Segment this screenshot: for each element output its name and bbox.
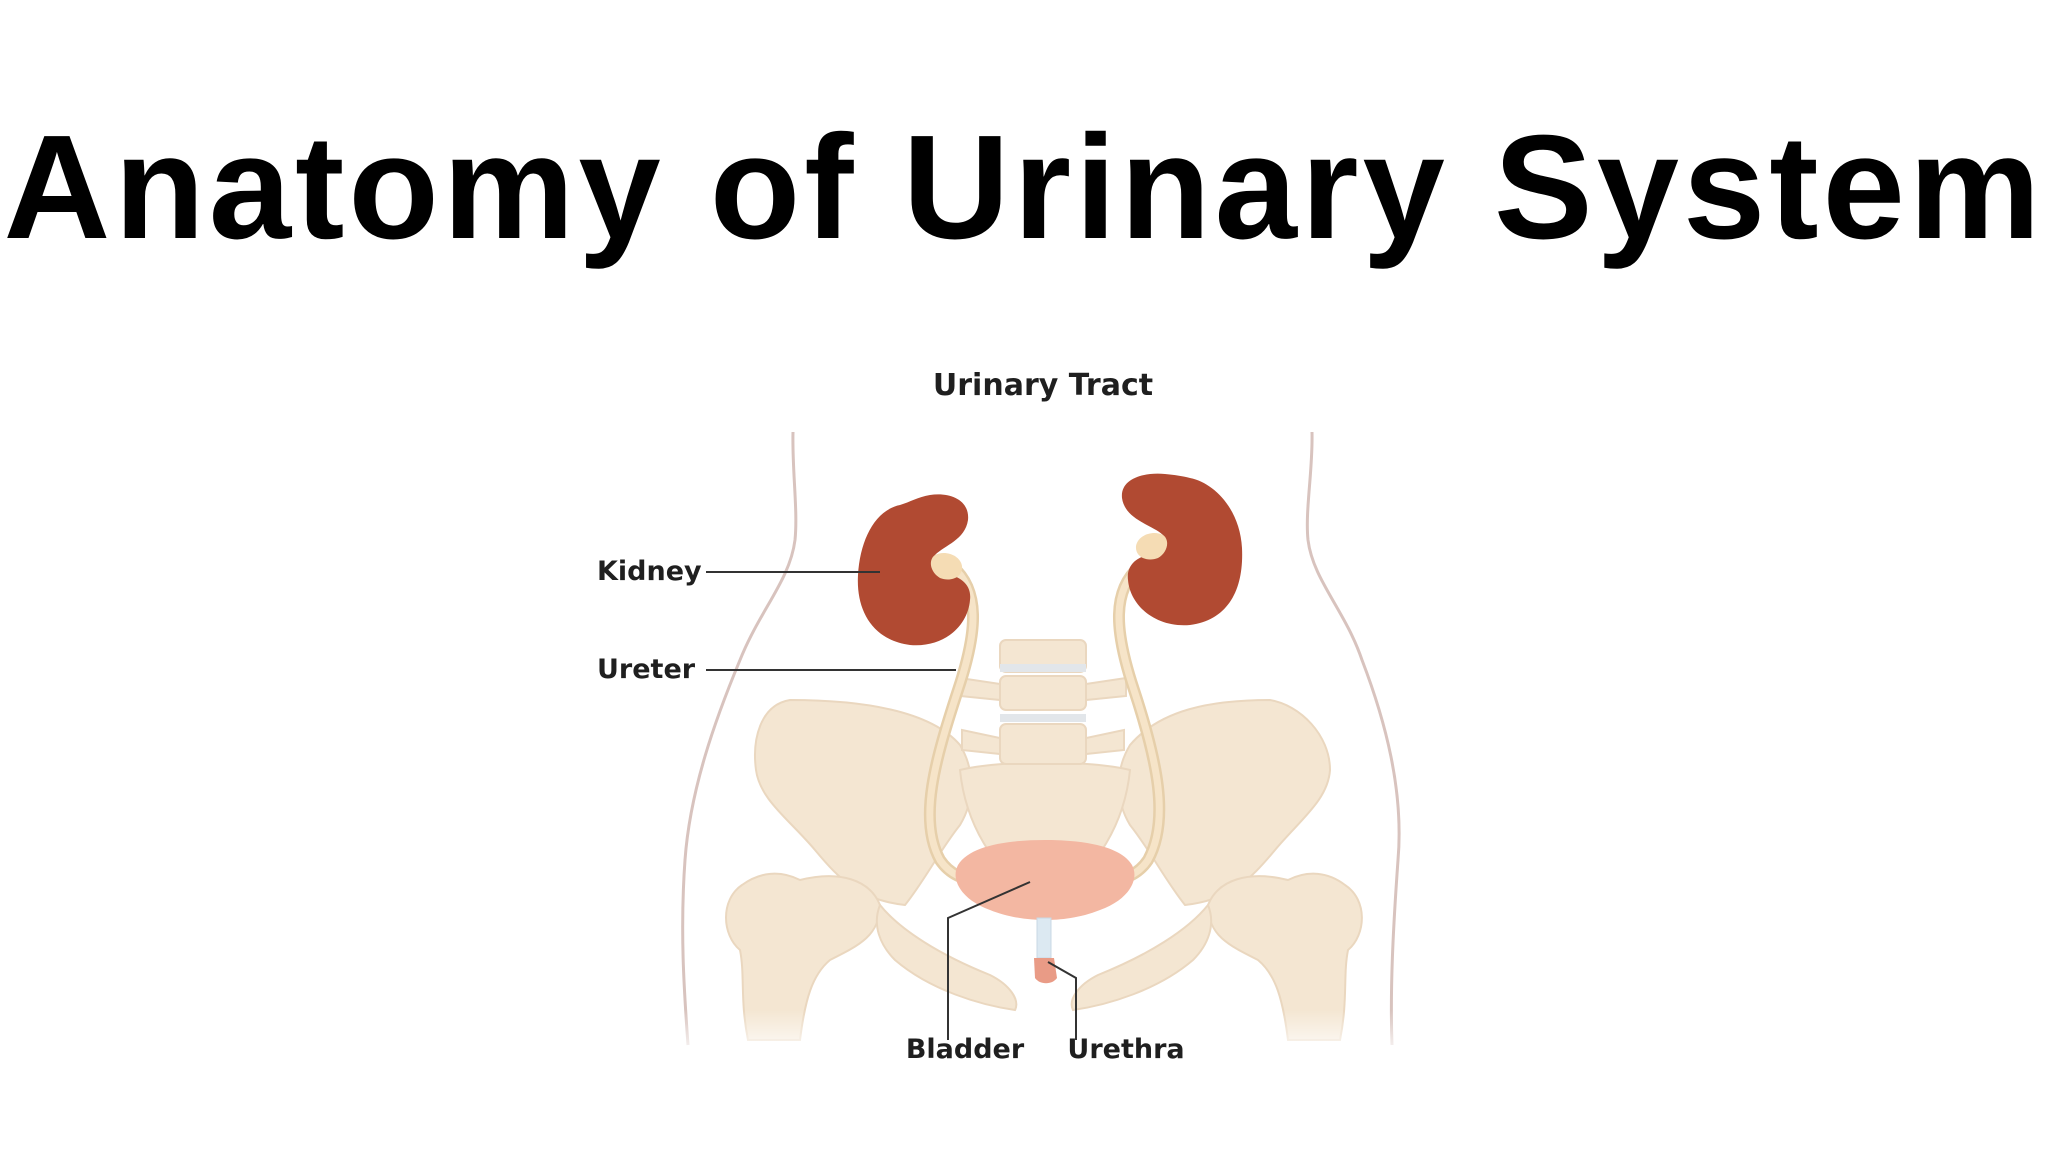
urethra-leader-line (1047, 961, 1077, 1040)
page-title: Anatomy of Urinary System (3, 105, 2045, 270)
diagram-title: Urinary Tract (933, 368, 1153, 403)
urethra-label: Urethra (1067, 1034, 1184, 1065)
right-kidney (1121, 473, 1243, 626)
bottom-fade (660, 1010, 1430, 1060)
pelvis-bones (725, 698, 1363, 1041)
left-femur (725, 872, 882, 1041)
right-femur (1206, 872, 1363, 1041)
left-pubis (875, 903, 1018, 1012)
body-outline (681, 431, 1401, 1046)
right-pubis (1070, 903, 1213, 1012)
bladder-leader-line (947, 881, 1031, 1040)
ureter-label: Ureter (597, 654, 696, 685)
bladder-label: Bladder (906, 1034, 1025, 1065)
bladder (955, 840, 1135, 920)
kidney-label: Kidney (597, 556, 702, 587)
ureters-highlight (926, 562, 1163, 886)
urethra (1034, 917, 1057, 984)
lumbar-spine (959, 639, 1127, 765)
left-kidney (857, 494, 971, 646)
right-iliac-wing (1117, 698, 1332, 907)
